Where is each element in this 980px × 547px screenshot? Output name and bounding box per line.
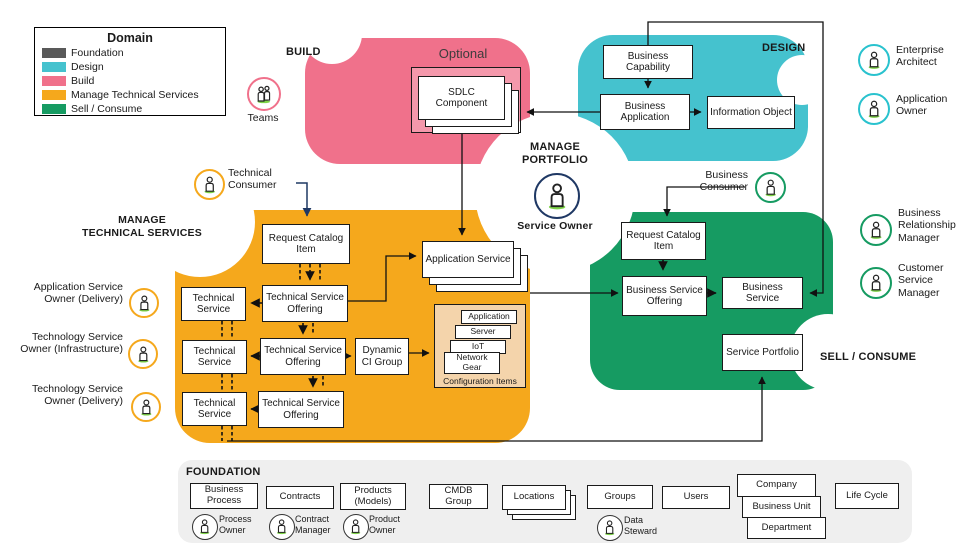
legend-row: Build [42, 75, 218, 87]
technical-service-offering-2-box: Technical Service Offering [260, 338, 346, 375]
technical-service-offering-3-box: Technical Service Offering [258, 391, 344, 428]
teams-icon [247, 77, 281, 111]
technology-service-owner-infrastructure-icon [128, 339, 158, 369]
company-box: Company [737, 474, 816, 497]
technology-service-owner-infrastructure-label: Technology Service Owner (Infrastructure… [20, 331, 123, 356]
enterprise-architect-label: Enterprise Architect [896, 44, 944, 69]
business-service-box: Business Service [722, 277, 803, 309]
business-process-box: Business Process [190, 483, 258, 509]
groups-box: Groups [587, 485, 653, 509]
customer-service-manager-label: Customer Service Manager [898, 262, 944, 299]
legend-swatch-design [42, 62, 66, 72]
legend-row: Foundation [42, 47, 218, 59]
life-cycle-box: Life Cycle [835, 483, 899, 509]
contract-manager-icon [269, 514, 295, 540]
information-object-box: Information Object [707, 96, 795, 129]
legend-swatch-mts [42, 90, 66, 100]
manage-portfolio-label: MANAGE PORTFOLIO [522, 141, 588, 167]
design-label: DESIGN [762, 42, 806, 54]
technical-consumer-icon [194, 169, 225, 200]
request-catalog-item-technical-box: Request Catalog Item [262, 224, 350, 264]
data-steward-label: Data Steward [624, 515, 658, 536]
sdlc-component-box: SDLC Component [418, 76, 505, 120]
contract-manager-label: Contract Manager [295, 514, 331, 535]
build-label: BUILD [286, 46, 321, 58]
department-box: Department [747, 517, 826, 539]
mts-label: MANAGE TECHNICAL SERVICES [82, 214, 202, 240]
technical-consumer-label: Technical Consumer [228, 167, 277, 192]
optional-label: Optional [438, 46, 488, 61]
application-owner-label: Application Owner [896, 93, 948, 118]
technical-service-1-box: Technical Service [181, 287, 246, 321]
teams-label: Teams [247, 112, 279, 124]
legend-title: Domain [107, 31, 153, 45]
legend-swatch-build [42, 76, 66, 86]
sell-consume-label: SELL / CONSUME [820, 351, 917, 363]
contracts-box: Contracts [266, 486, 334, 509]
legend-swatch-sell [42, 104, 66, 114]
dynamic-ci-group-box: Dynamic CI Group [355, 338, 409, 375]
service-owner-icon [534, 173, 580, 219]
business-relationship-manager-label: Business Relationship Manager [898, 207, 956, 244]
service-owner-label: Service Owner [517, 220, 593, 232]
products-models-box: Products (Models) [340, 483, 406, 510]
service-portfolio-box: Service Portfolio [722, 334, 803, 371]
cmdb-group-box: CMDB Group [429, 484, 488, 509]
product-owner-label: Product Owner [369, 514, 401, 535]
business-service-offering-box: Business Service Offering [622, 276, 707, 316]
bite-build [302, 4, 362, 64]
legend-row: Design [42, 61, 218, 73]
business-consumer-label: Business Consumer [699, 169, 748, 194]
legend-label: Sell / Consume [71, 103, 143, 115]
legend-row: Sell / Consume [42, 103, 218, 115]
technical-service-offering-1-box: Technical Service Offering [262, 285, 348, 322]
customer-service-manager-icon [860, 267, 892, 299]
ci-server-box: Server [455, 325, 511, 339]
ci-network-gear-box: Network Gear [444, 352, 500, 374]
application-owner-icon [858, 93, 890, 125]
application-service-owner-delivery-label: Application Service Owner (Delivery) [33, 281, 123, 306]
locations-box: Locations [502, 485, 566, 510]
users-box: Users [662, 486, 730, 509]
legend-swatch-foundation [42, 48, 66, 58]
business-relationship-manager-icon [860, 214, 892, 246]
legend-label: Design [71, 61, 104, 73]
legend-label: Manage Technical Services [71, 89, 199, 101]
product-owner-icon [343, 514, 369, 540]
business-consumer-icon [755, 172, 786, 203]
business-unit-box: Business Unit [742, 496, 821, 518]
process-owner-label: Process Owner [219, 514, 252, 535]
legend: Domain Foundation Design Build Manage Te… [34, 27, 226, 116]
technical-service-2-box: Technical Service [182, 340, 247, 374]
business-capability-box: Business Capability [603, 45, 693, 79]
legend-label: Build [71, 75, 95, 87]
technology-service-owner-delivery-label: Technology Service Owner (Delivery) [31, 383, 123, 408]
foundation-label: FOUNDATION [186, 466, 261, 478]
process-owner-icon [192, 514, 218, 540]
ci-application-box: Application [461, 310, 517, 324]
application-service-owner-delivery-icon [129, 288, 159, 318]
technical-service-3-box: Technical Service [182, 392, 247, 426]
enterprise-architect-icon [858, 44, 890, 76]
request-catalog-item-business-box: Request Catalog Item [621, 222, 706, 260]
legend-row: Manage Technical Services [42, 89, 218, 101]
application-service-box: Application Service [422, 241, 514, 278]
configuration-items-label: Configuration Items [443, 376, 517, 386]
data-steward-icon [597, 515, 623, 541]
legend-label: Foundation [71, 47, 124, 59]
technology-service-owner-delivery-icon [131, 392, 161, 422]
business-application-box: Business Application [600, 94, 690, 130]
